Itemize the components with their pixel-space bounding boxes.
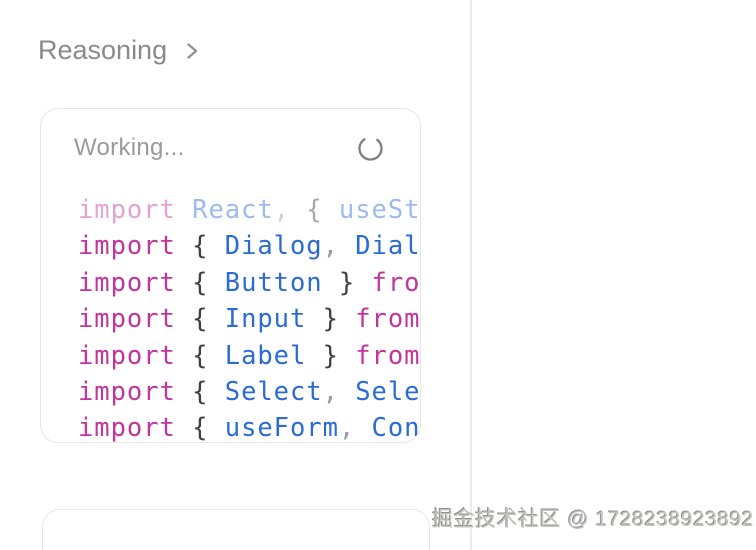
chevron-right-icon [187, 42, 198, 59]
watermark-text: 掘金技术社区 @ 1728238923892 [432, 508, 754, 531]
code-line: import { useForm, Cont [78, 413, 421, 443]
panel-divider [470, 0, 472, 550]
code-line: import { Input } from [78, 304, 421, 335]
reasoning-card: Working... import React, { useStaimport … [40, 108, 421, 443]
next-card [42, 509, 430, 550]
reasoning-card-header: Working... [41, 109, 420, 162]
code-line: import { Select, Selec [78, 376, 421, 407]
code-block: import React, { useSta import { Dialog, D… [41, 192, 421, 443]
reasoning-title: Reasoning [38, 35, 168, 65]
code-line: import { Label } from [78, 340, 421, 371]
status-label: Working... [74, 134, 185, 161]
reasoning-toggle[interactable]: Reasoning [38, 35, 202, 66]
code-line: import { Dialog, Dialo [78, 231, 421, 262]
code-line: import React, { useSta [78, 195, 421, 225]
loading-spinner-icon [358, 135, 383, 161]
code-line: import { Button } from [78, 267, 421, 298]
